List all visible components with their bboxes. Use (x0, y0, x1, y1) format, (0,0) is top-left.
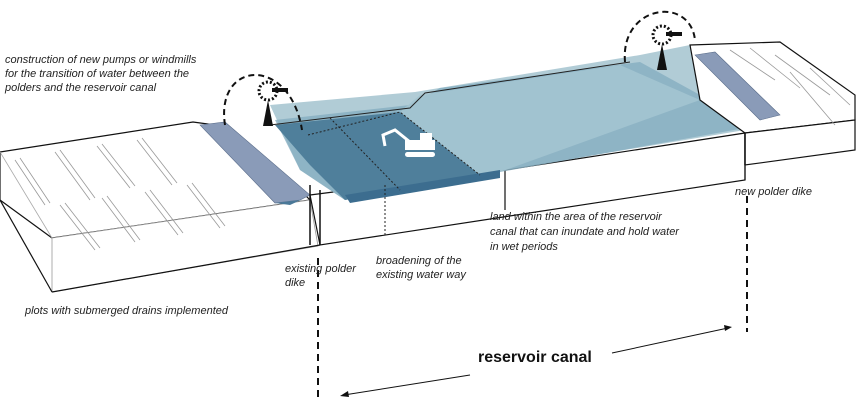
windmill-icon-left (257, 80, 288, 126)
pump-arc-left (223, 74, 303, 131)
right-polder-block (689, 41, 856, 180)
broadening-label: broadening of the existing water way (376, 255, 467, 281)
submerged-drains (14, 137, 226, 251)
land-label: land within the area of the reservoir ca… (490, 211, 682, 253)
left-polder-block (0, 121, 321, 293)
pump-arc-right (623, 10, 696, 63)
left-ditch (199, 121, 311, 204)
reservoir-water (269, 45, 745, 235)
excavator-icon (381, 128, 435, 157)
pumps-label: construction of new pumps or windmills f… (4, 54, 199, 94)
reservoir-span-arrows (340, 325, 732, 397)
windmill-icon-right (651, 24, 682, 70)
reservoir-canal-label: reservoir canal (478, 349, 592, 366)
new-dike-label: new polder dike (735, 186, 812, 198)
plots-label: plots with submerged drains implemented (24, 305, 229, 317)
existing-dike-label: existing polder dike (285, 263, 359, 289)
